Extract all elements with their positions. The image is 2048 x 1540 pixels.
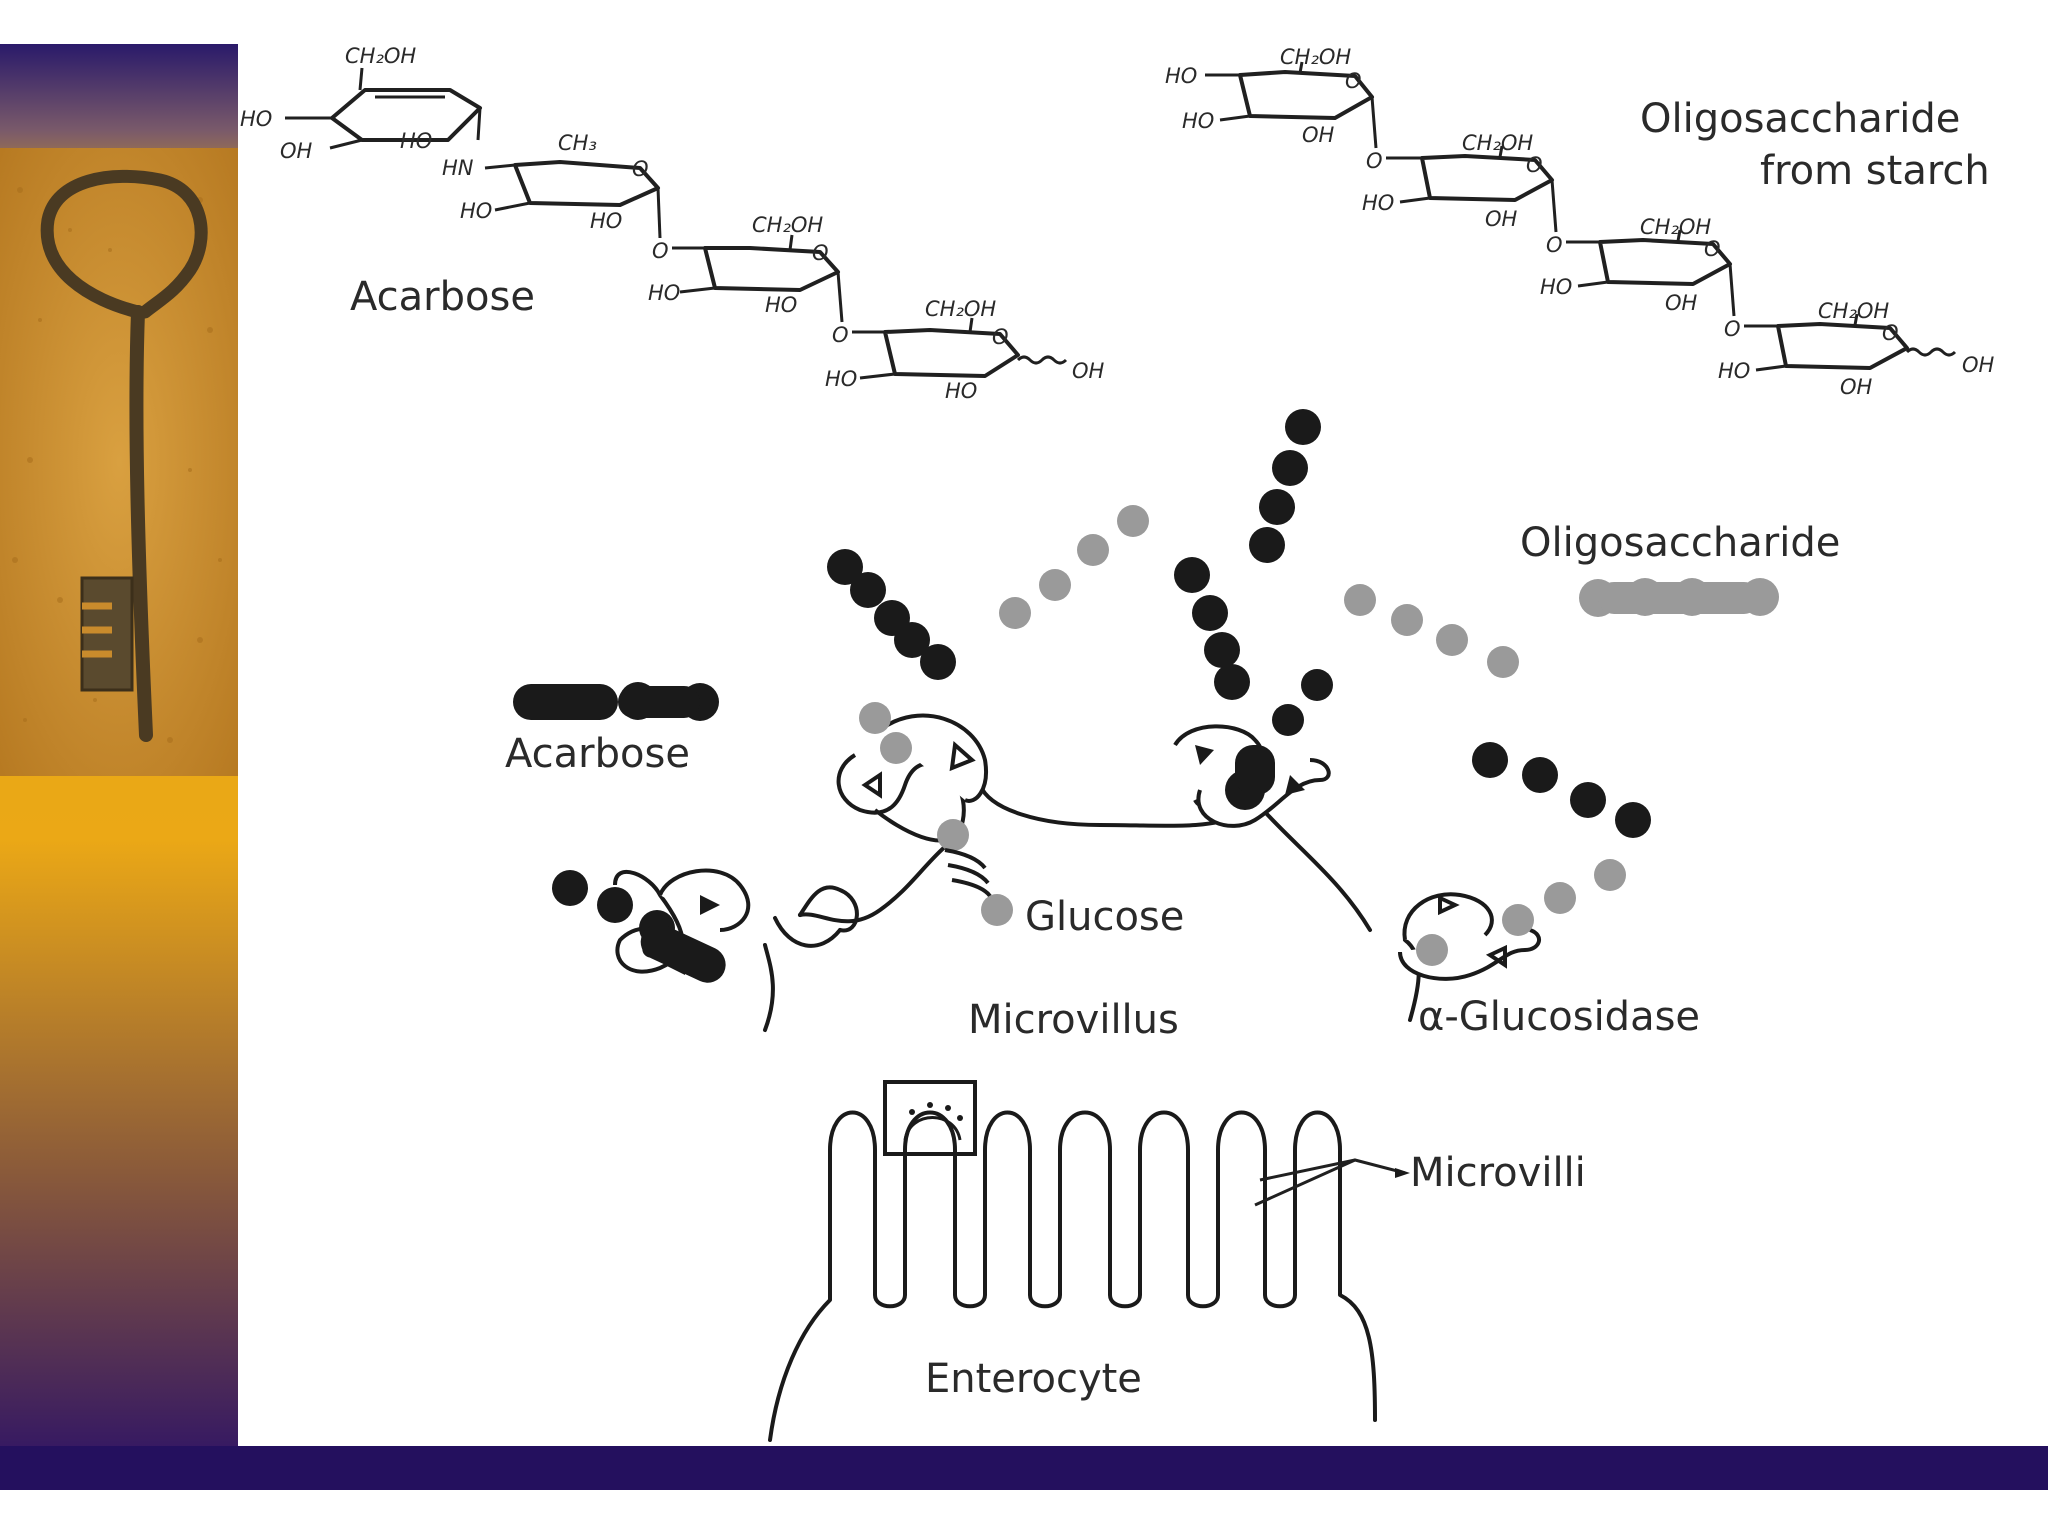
oligo-oh-1: OH xyxy=(1302,123,1335,147)
free-molecules: Oligosaccharide Acarbose xyxy=(505,409,1840,838)
acarbose-legend-chain xyxy=(513,682,719,721)
oligo-oh-2: OH xyxy=(1485,207,1518,231)
oligo-ch2oh-1: CH₂OH xyxy=(1280,45,1351,69)
oligo-ch2oh-4: CH₂OH xyxy=(1818,299,1889,323)
oligo-ch2oh-3: CH₂OH xyxy=(1640,215,1711,239)
microvillus-label: Microvillus xyxy=(968,997,1179,1043)
acarbose-ho-6: HO xyxy=(765,293,797,317)
key-photo xyxy=(0,148,238,776)
acarbose-chain-3 xyxy=(1174,557,1250,700)
zoom-box xyxy=(883,1080,977,1156)
oligo-ch2oh-2: CH₂OH xyxy=(1462,131,1533,155)
oligo-oh-3: OH xyxy=(1665,291,1698,315)
glucosidase-enzyme-top-left xyxy=(836,702,1013,926)
acarbose-chain-1 xyxy=(827,549,956,680)
acarbose-structure: CH₂OH HO OH HO HN CH₃ O HO HO O CH₂OH O … xyxy=(240,44,1105,403)
oligo-ho-2: HO xyxy=(1182,109,1214,133)
oligo-title-line2: from starch xyxy=(1760,148,1990,194)
oligo-o-1: O xyxy=(1345,69,1362,93)
glucosidase-enzyme-top-right xyxy=(1173,669,1333,828)
acarbose-o-3: O xyxy=(812,241,829,265)
acarbose-structure-title: Acarbose xyxy=(350,274,535,320)
oligosaccharide-structure: CH₂OH O HO HO OH O CH₂OH O HO OH O CH₂OH… xyxy=(1165,45,1995,399)
oligo-title-line1: Oligosaccharide xyxy=(1640,96,1960,142)
oligo-ho-3: HO xyxy=(1362,191,1394,215)
acarbose-chain-2 xyxy=(1249,409,1321,563)
oligo-oh-end: OH xyxy=(1962,353,1995,377)
microvillus-outline xyxy=(763,783,1421,1032)
acarbose-o-4: O xyxy=(832,323,849,347)
glucose-release xyxy=(944,848,1013,926)
enterocyte-outline xyxy=(768,1110,1377,1442)
acarbose-ch2oh-1: CH₂OH xyxy=(345,44,416,68)
acarbose-ho-1: HO xyxy=(240,107,272,131)
acarbose-oh-1: OH xyxy=(280,139,313,163)
acarbose-o-2: O xyxy=(652,239,669,263)
oligo-chain-2 xyxy=(1344,584,1519,678)
glucose-label: Glucose xyxy=(1025,894,1184,940)
oligosaccharide-legend-label: Oligosaccharide xyxy=(1520,520,1840,566)
acarbose-oh-end: OH xyxy=(1072,359,1105,383)
oligo-o-4: O xyxy=(1546,233,1563,257)
acarbose-o-5: O xyxy=(992,325,1009,349)
oligo-ho-4: HO xyxy=(1540,275,1572,299)
enterocyte-cell xyxy=(768,1080,1410,1442)
microvilli-label: Microvilli xyxy=(1410,1150,1586,1196)
glucosidase-enzyme-left xyxy=(552,868,751,983)
acarbose-ch2oh-2: CH₂OH xyxy=(752,213,823,237)
oligosaccharide-legend-chain xyxy=(1579,578,1779,617)
acarbose-ho-8: HO xyxy=(945,379,977,403)
oligo-ho-5: HO xyxy=(1718,359,1750,383)
oligo-chain-1 xyxy=(999,505,1149,629)
oligo-o-2: O xyxy=(1366,149,1383,173)
acarbose-ch2oh-3: CH₂OH xyxy=(925,297,996,321)
acarbose-ho-2: HO xyxy=(400,129,432,153)
glucosidase-label: α-Glucosidase xyxy=(1418,994,1700,1040)
acarbose-ho-4: HO xyxy=(590,209,622,233)
acarbose-legend-label: Acarbose xyxy=(505,731,690,777)
acarbose-chain-4 xyxy=(1472,742,1651,838)
glucosidase-enzyme-right xyxy=(1398,859,1626,981)
acarbose-o-1: O xyxy=(632,157,649,181)
oligo-ho-1: HO xyxy=(1165,64,1197,88)
microvillus-membrane xyxy=(763,783,1421,1032)
acarbose-ch3: CH₃ xyxy=(558,131,597,155)
enterocyte-label: Enterocyte xyxy=(925,1356,1142,1402)
acarbose-ho-3: HO xyxy=(460,199,492,223)
acarbose-hn: HN xyxy=(442,156,474,180)
oligo-o-5: O xyxy=(1704,237,1721,261)
oligo-o-3: O xyxy=(1526,153,1543,177)
oligo-o-6: O xyxy=(1724,317,1741,341)
old-key-icon xyxy=(40,169,208,742)
acarbose-ho-5: HO xyxy=(648,281,680,305)
oligo-o-7: O xyxy=(1882,321,1899,345)
bottom-band xyxy=(0,1446,2048,1490)
acarbose-ho-7: HO xyxy=(825,367,857,391)
oligo-oh-4: OH xyxy=(1840,375,1873,399)
sand-speckles xyxy=(12,187,222,743)
